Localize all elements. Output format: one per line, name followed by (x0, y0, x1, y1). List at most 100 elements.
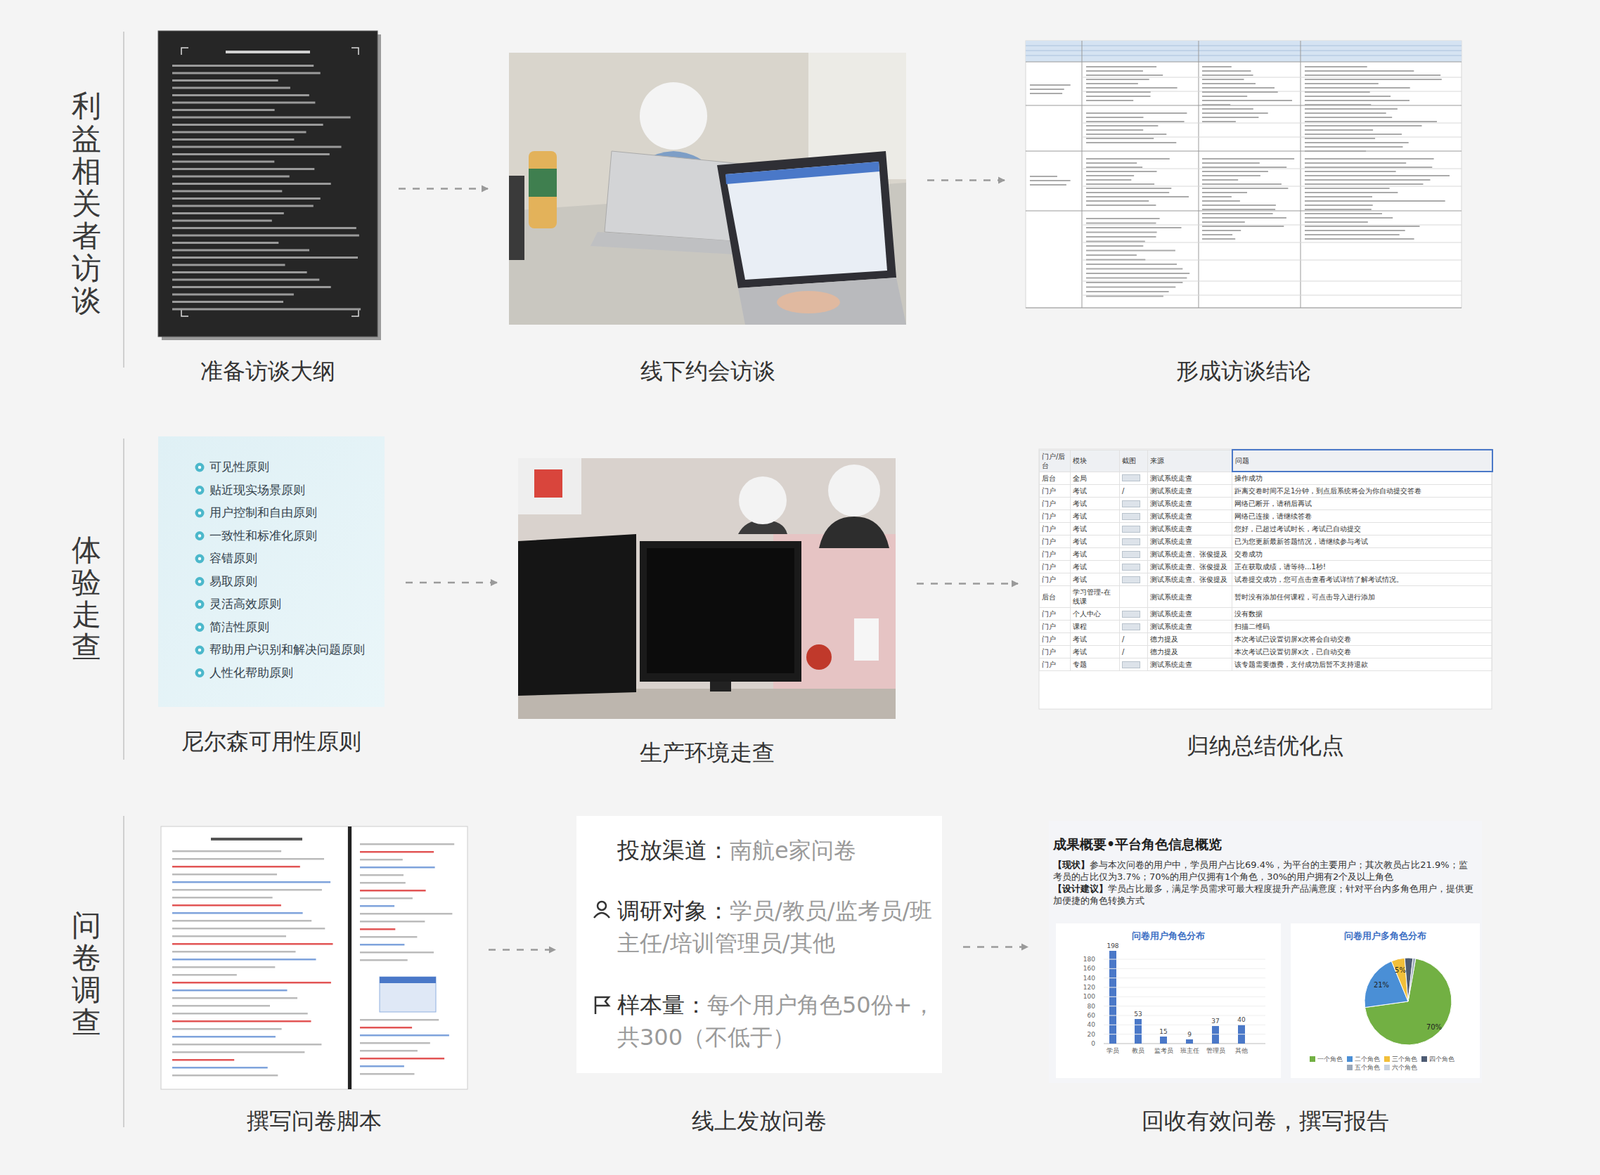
step-panel: 准备访谈大纲 (158, 30, 378, 337)
report-paragraph: 【现状】参与本次问卷的用户中，学员用户占比69.4%，为平台的主要用户；其次教员… (1053, 859, 1475, 883)
text-line (1086, 281, 1183, 284)
text-line (1202, 70, 1252, 72)
grid-line (1081, 224, 1462, 226)
photo-bg (508, 52, 907, 325)
pie-legend: 一个角色二个角色三个角色四个角色五个角色六个角色 (1293, 1055, 1475, 1073)
text-line (1304, 166, 1432, 169)
text-line (172, 1074, 278, 1077)
grid-line (1025, 210, 1462, 212)
chart-title: 问卷用户角色分布 (1055, 930, 1281, 943)
text-line (1202, 234, 1233, 236)
text-line (1304, 82, 1379, 85)
text-line (172, 234, 360, 237)
text-line (172, 974, 237, 977)
table-cell: 课程 (1070, 620, 1120, 634)
text-line (1086, 87, 1178, 89)
axis-tick: 20 (1075, 1030, 1096, 1040)
text-line (172, 271, 308, 274)
text-line (172, 227, 357, 230)
text-line (172, 175, 290, 178)
chart-title: 问卷用户多角色分布 (1290, 930, 1480, 943)
report-paragraph: 【设计建议】学员占比最多，满足学员需求可最大程度提升产品满意度；针对平台内多角色… (1053, 882, 1475, 907)
text-line (172, 951, 296, 954)
text-line (1086, 277, 1187, 280)
bullet (198, 579, 202, 583)
cell-text: 德力提及 (1150, 634, 1230, 644)
text-line (172, 293, 294, 296)
cell-text: 本次考试已设置切屏x次将会自动交卷 (1234, 634, 1490, 644)
cell-text: 测试系统走查 (1150, 524, 1230, 534)
text-line (1304, 133, 1402, 135)
cell-text: 距离交卷时间不足1分钟，到点后系统将会为你自动提交答卷 (1234, 486, 1490, 496)
cell-text: 学习管理-在线课 (1072, 587, 1118, 606)
text-line (1304, 196, 1373, 198)
table-cell: / (1119, 633, 1148, 647)
table-cell: 模块 (1070, 449, 1120, 472)
bullet (195, 668, 205, 678)
text-line (1304, 74, 1441, 76)
text-line (1086, 191, 1170, 194)
table-row: 门户考试测试系统走查、张俊提及试卷提交成功，您可点击查看考试详情了解考试情况。 (1039, 573, 1493, 587)
field-key: 投放渠道： (617, 837, 730, 864)
cell-text: 测试系统走查 (1150, 609, 1230, 619)
cell-text: 没有数据 (1234, 609, 1490, 619)
principle-item: 简洁性原则 (209, 620, 270, 636)
photo-laptop2 (717, 151, 897, 289)
text-line (172, 927, 325, 931)
text-line (1086, 112, 1187, 114)
cell-text: 考试 (1072, 537, 1118, 547)
text-line (1086, 187, 1172, 190)
bullet (198, 534, 202, 538)
principle-item: 灵活高效原则 (209, 596, 282, 613)
principle-item: 一致性和标准化原则 (209, 528, 318, 545)
table-cell: 考试 (1070, 548, 1120, 561)
text-line (1086, 66, 1157, 68)
text-line (1202, 208, 1276, 211)
table-cell: 门户 (1039, 548, 1071, 561)
grid-line (1103, 1015, 1266, 1017)
text-line (1202, 108, 1254, 110)
flow-arrow (398, 187, 488, 190)
table-cell: 问题 (1232, 449, 1493, 472)
text-line (359, 866, 436, 869)
text-line (1304, 183, 1424, 185)
flag-icon (595, 997, 609, 1015)
axis-tick: 120 (1075, 983, 1096, 992)
text-line (172, 190, 282, 193)
cell-text: 门户 (1041, 549, 1068, 559)
text-line (1086, 116, 1144, 119)
text-line (1086, 259, 1146, 261)
pie-label: 21% (1373, 981, 1390, 990)
text-line (1086, 254, 1137, 256)
cell-text: 门户 (1041, 511, 1068, 521)
thumbnail (1121, 538, 1141, 546)
text-line (1086, 82, 1139, 85)
text-line (172, 94, 310, 97)
text-line (172, 249, 310, 252)
grid-line (1081, 77, 1462, 79)
cell-text: 暂时没有添加任何课程，可点击导入进行添加 (1234, 592, 1490, 602)
text-line (359, 1057, 445, 1061)
text-line (172, 87, 291, 90)
photo-cup (854, 618, 879, 661)
text-line (172, 1067, 268, 1070)
cell-text: 扫描二维码 (1234, 622, 1490, 632)
table-cell: 测试系统走查 (1147, 658, 1233, 672)
legend-item: 四个角色 (1421, 1055, 1455, 1064)
bar (1211, 1026, 1219, 1044)
text-line (1304, 162, 1406, 164)
legend-item: 五个角色 (1346, 1063, 1380, 1073)
text-line (172, 286, 332, 289)
text-line (172, 858, 325, 861)
text-line (1304, 112, 1378, 114)
grid-line (1025, 50, 1462, 52)
text-line (1086, 263, 1177, 266)
axis-tick: 40 (1075, 1020, 1096, 1030)
text-line (359, 1065, 405, 1068)
table-cell (1119, 523, 1148, 536)
table-cell: 交卷成功 (1232, 548, 1493, 561)
cell-text: 测试系统走查 (1150, 660, 1230, 670)
table-cell (1119, 497, 1148, 511)
report-body: 成果概要•平台角色信息概览【现状】参与本次问卷的用户中，学员用户占比69.4%，… (1053, 835, 1475, 907)
text-line (172, 108, 275, 112)
